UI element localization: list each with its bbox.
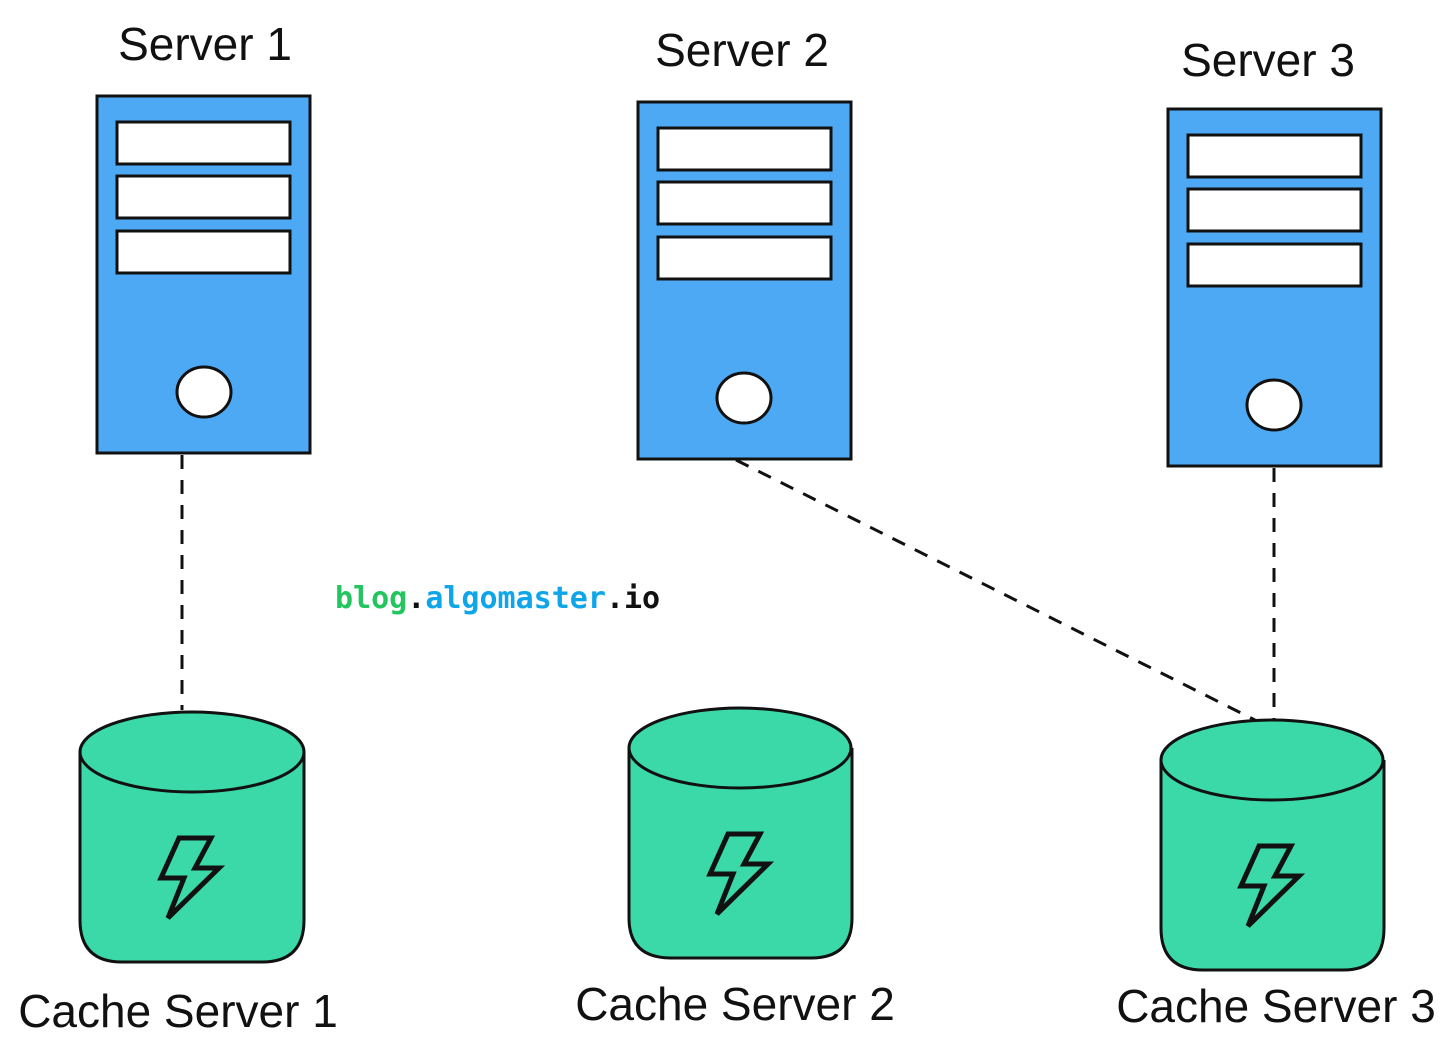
watermark-dot: . <box>606 581 624 616</box>
watermark-part-algomaster: algomaster <box>425 581 606 616</box>
cache-label: Cache Server 3 <box>1116 980 1436 1032</box>
database-icon <box>1159 718 1386 972</box>
lightning-bolt-icon <box>706 831 775 916</box>
server-3: Server 3 <box>1166 34 1383 468</box>
connections <box>180 455 1276 722</box>
server-label: Server 2 <box>655 24 829 76</box>
server-icon <box>636 100 853 461</box>
cache-server-3: Cache Server 3 <box>1116 718 1436 1032</box>
cache-server-1: Cache Server 1 <box>18 710 338 1037</box>
server-label: Server 3 <box>1181 34 1355 86</box>
server-label: Server 1 <box>118 18 292 70</box>
database-icon <box>627 706 854 960</box>
connector-server2-cache3 <box>735 458 1256 722</box>
watermark-part-io: io <box>624 581 660 616</box>
database-icon <box>78 710 306 964</box>
server-1: Server 1 <box>95 18 312 455</box>
cache-server-2: Cache Server 2 <box>575 706 895 1030</box>
watermark: blog.algomaster.io <box>335 581 660 616</box>
cache-label: Cache Server 1 <box>18 985 338 1037</box>
lightning-bolt-icon <box>157 835 226 920</box>
lightning-bolt-icon <box>1237 843 1306 928</box>
cache-label: Cache Server 2 <box>575 978 895 1030</box>
server-icon <box>1166 107 1383 468</box>
server-icon <box>95 94 312 455</box>
watermark-dot: . <box>407 581 425 616</box>
server-2: Server 2 <box>636 24 853 461</box>
watermark-part-blog: blog <box>335 581 407 616</box>
